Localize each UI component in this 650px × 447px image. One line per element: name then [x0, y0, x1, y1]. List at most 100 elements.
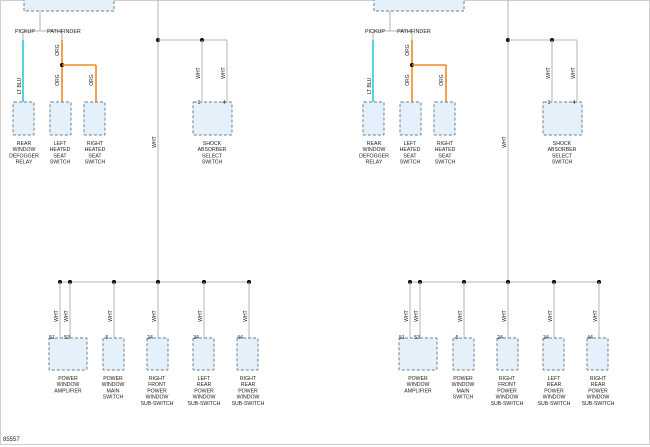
power-window-amplifier-label: AMPLIFIER: [404, 388, 432, 394]
right-rear-power-window-sub-switch-label: RIGHT: [590, 376, 607, 382]
power-window-amplifier-connector: [398, 337, 438, 371]
right-front-power-window-sub-switch-pin: 24: [497, 335, 503, 341]
left-heated-seat-switch-label: SWITCH: [400, 160, 421, 166]
power-window-main-switch-pin: 5: [456, 335, 459, 341]
shock-absorber-select-switch-label: SELECT: [552, 153, 573, 159]
right-rear-power-window-sub-switch-label: REAR: [241, 382, 256, 388]
shock-absorber-select-switch-connector: [192, 101, 233, 136]
power-window-amplifier-pin: 53: [414, 335, 420, 341]
power-window-main-switch-label: MAIN: [107, 388, 120, 394]
left-rear-power-window-sub-switch-pin: 34: [193, 335, 199, 341]
right-front-power-window-sub-switch-connector: [496, 337, 519, 371]
left-rear-power-window-sub-switch-connector: [542, 337, 565, 371]
left-heated-seat-switch-label: LEFT: [404, 141, 418, 147]
wire-label-wht: WHT: [243, 310, 249, 321]
right-rear-power-window-sub-switch-connector: [236, 337, 259, 371]
power-window-main-switch-label: POWER: [103, 376, 123, 382]
left-rear-power-window-sub-switch-label: REAR: [547, 382, 562, 388]
power-window-main-switch-pin: 5: [106, 335, 109, 341]
right-rear-power-window-sub-switch-label: WINDOW: [237, 395, 260, 401]
left-heated-seat-switch-label: SEAT: [403, 153, 417, 159]
shock-absorber-select-switch-label: SHOCK: [203, 141, 222, 147]
shock-absorber-select-switch-pin: 4: [573, 100, 576, 106]
variant-label-pathfinder: PATHFINDER: [47, 29, 81, 35]
left-heated-seat-switch-label: SWITCH: [50, 160, 71, 166]
left-heated-seat-switch-label: HEATED: [400, 147, 421, 153]
shock-absorber-select-switch-label: SELECT: [202, 153, 223, 159]
wire-label-wht: WHT: [196, 67, 202, 78]
right-heated-seat-switch-label: RIGHT: [437, 141, 454, 147]
power-window-main-switch-label: POWER: [453, 376, 473, 382]
power-window-main-switch-label: WINDOW: [452, 382, 475, 388]
right-heated-seat-switch-connector: [433, 101, 456, 136]
left-rear-power-window-sub-switch-pin: 34: [543, 335, 549, 341]
right-front-power-window-sub-switch-label: RIGHT: [149, 376, 166, 382]
right-front-power-window-sub-switch-connector: [146, 337, 169, 371]
figure-id: 85557: [3, 437, 20, 443]
right-rear-power-window-sub-switch-label: WINDOW: [587, 395, 610, 401]
right-front-power-window-sub-switch-label: SUB-SWITCH: [491, 401, 524, 407]
shock-absorber-select-switch-pin: 1: [198, 100, 201, 106]
wire-label-org: ORG: [89, 74, 95, 86]
power-window-amplifier-label: POWER: [408, 376, 428, 382]
rear-window-defogger-relay-connector: [362, 101, 385, 136]
wire-label-wht: WHT: [108, 310, 114, 321]
right-front-power-window-sub-switch-label: SUB-SWITCH: [141, 401, 174, 407]
right-front-power-window-sub-switch-label: POWER: [497, 388, 517, 394]
left-rear-power-window-sub-switch-connector: [192, 337, 215, 371]
power-window-amplifier-label: WINDOW: [57, 382, 80, 388]
right-rear-power-window-sub-switch-label: SUB-SWITCH: [582, 401, 615, 407]
right-heated-seat-switch-label: SEAT: [88, 153, 102, 159]
right-front-power-window-sub-switch-label: FRONT: [148, 382, 167, 388]
left-heated-seat-switch-label: HEATED: [50, 147, 71, 153]
power-window-amplifier-label: AMPLIFIER: [54, 388, 82, 394]
rear-window-defogger-relay-label: WINDOW: [13, 147, 36, 153]
wire-label-wht: WHT: [458, 310, 464, 321]
right-heated-seat-switch-connector: [83, 101, 106, 136]
shock-absorber-select-switch-label: ABSORBER: [198, 147, 227, 153]
wire-label-wht: WHT: [502, 310, 508, 321]
right-heated-seat-switch-label: SWITCH: [85, 160, 106, 166]
variant-label-pickup: PICKUP: [15, 29, 35, 35]
right-heated-seat-switch-label: HEATED: [85, 147, 106, 153]
power-window-amplifier-pin: 53: [64, 335, 70, 341]
left-heated-seat-switch-label: LEFT: [54, 141, 68, 147]
right-front-power-window-sub-switch-label: WINDOW: [496, 395, 519, 401]
shock-absorber-select-switch-pin: 4: [223, 100, 226, 106]
wire-label-wht: WHT: [221, 67, 227, 78]
left-rear-power-window-sub-switch-label: LEFT: [548, 376, 562, 382]
right-rear-power-window-sub-switch-pin: 44: [237, 335, 243, 341]
wire-label-wht: WHT: [548, 310, 554, 321]
right-rear-power-window-sub-switch-label: SUB-SWITCH: [232, 401, 265, 407]
right-rear-power-window-sub-switch-label: POWER: [238, 388, 258, 394]
rear-window-defogger-relay-label: RELAY: [366, 160, 383, 166]
wire-label-wht: WHT: [571, 67, 577, 78]
right-front-power-window-sub-switch-label: FRONT: [498, 382, 517, 388]
rear-window-defogger-relay-label: WINDOW: [363, 147, 386, 153]
wire-label-wht: WHT: [502, 136, 508, 147]
left-rear-power-window-sub-switch-label: LEFT: [198, 376, 212, 382]
left-rear-power-window-sub-switch-label: SUB-SWITCH: [538, 401, 571, 407]
left-rear-power-window-sub-switch-label: SUB-SWITCH: [188, 401, 221, 407]
power-window-amplifier-connector: [48, 337, 88, 371]
power-window-amplifier-label: POWER: [58, 376, 78, 382]
variant-label-pathfinder: PATHFINDER: [397, 29, 431, 35]
variant-label-pickup: PICKUP: [365, 29, 385, 35]
right-front-power-window-sub-switch-pin: 24: [147, 335, 153, 341]
shock-absorber-select-switch-label: ABSORBER: [548, 147, 577, 153]
rear-window-defogger-relay-connector: [12, 101, 35, 136]
rear-window-defogger-relay-label: DEFOGGER: [9, 153, 39, 159]
power-window-amplifier-pin: 51: [49, 335, 55, 341]
right-rear-power-window-sub-switch-label: POWER: [588, 388, 608, 394]
wire-label-wht: WHT: [64, 310, 70, 321]
right-heated-seat-switch-label: SWITCH: [435, 160, 456, 166]
wire-label-wht: WHT: [152, 310, 158, 321]
source-connector: [373, 0, 465, 12]
wire-label-wht: WHT: [404, 310, 410, 321]
wire-label-wht: WHT: [593, 310, 599, 321]
power-window-amplifier-label: WINDOW: [407, 382, 430, 388]
wire-label-lt-blu: LT BLU: [367, 77, 373, 94]
wire-label-org: ORG: [405, 44, 411, 56]
right-rear-power-window-sub-switch-label: REAR: [591, 382, 606, 388]
